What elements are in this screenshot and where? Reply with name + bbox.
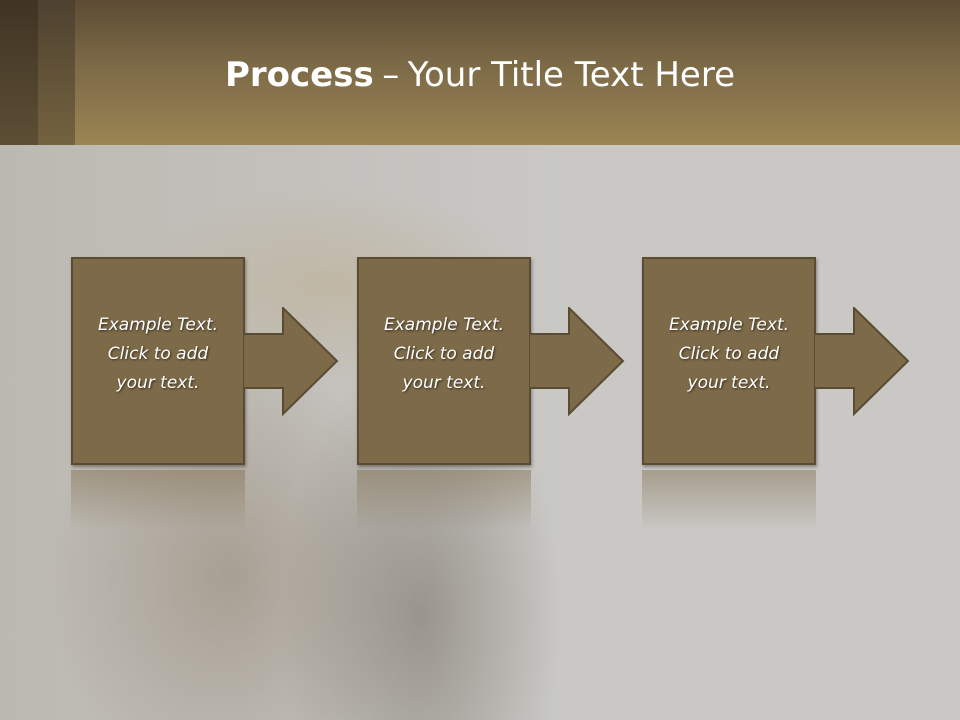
process-step-2: Example Text. Click to add your text. — [357, 257, 625, 467]
slide-title[interactable]: Process–Your Title Text Here — [0, 52, 960, 98]
step-text-line: Example Text. — [668, 315, 790, 335]
title-bold-text: Process — [224, 55, 374, 95]
step-reflection — [71, 470, 311, 540]
step-text-line: Click to add — [107, 344, 209, 364]
arrow-right-icon — [529, 307, 625, 417]
step-text[interactable]: Example Text. Click to add your text. — [367, 311, 521, 398]
title-rest-text: Your Title Text Here — [407, 55, 735, 95]
step-text-line: Example Text. — [383, 315, 505, 335]
step-box[interactable]: Example Text. Click to add your text. — [357, 257, 531, 465]
step-box[interactable]: Example Text. Click to add your text. — [71, 257, 245, 465]
step-text-line: Example Text. — [97, 315, 219, 335]
arrow-right-icon — [814, 307, 910, 417]
process-step-1: Example Text. Click to add your text. — [71, 257, 339, 467]
step-text-line: your text. — [402, 373, 486, 393]
step-text-line: your text. — [116, 373, 200, 393]
process-step-3: Example Text. Click to add your text. — [642, 257, 910, 467]
step-reflection — [357, 470, 597, 540]
step-text[interactable]: Example Text. Click to add your text. — [81, 311, 235, 398]
title-bar: Process–Your Title Text Here — [0, 0, 960, 145]
title-separator: – — [382, 55, 400, 95]
step-text[interactable]: Example Text. Click to add your text. — [652, 311, 806, 398]
header-stripe-left — [0, 0, 38, 145]
step-text-line: your text. — [687, 373, 771, 393]
step-text-line: Click to add — [678, 344, 780, 364]
step-box[interactable]: Example Text. Click to add your text. — [642, 257, 816, 465]
header-stripe-right — [38, 0, 75, 145]
step-reflection — [642, 470, 882, 540]
step-text-line: Click to add — [393, 344, 495, 364]
arrow-right-icon — [243, 307, 339, 417]
